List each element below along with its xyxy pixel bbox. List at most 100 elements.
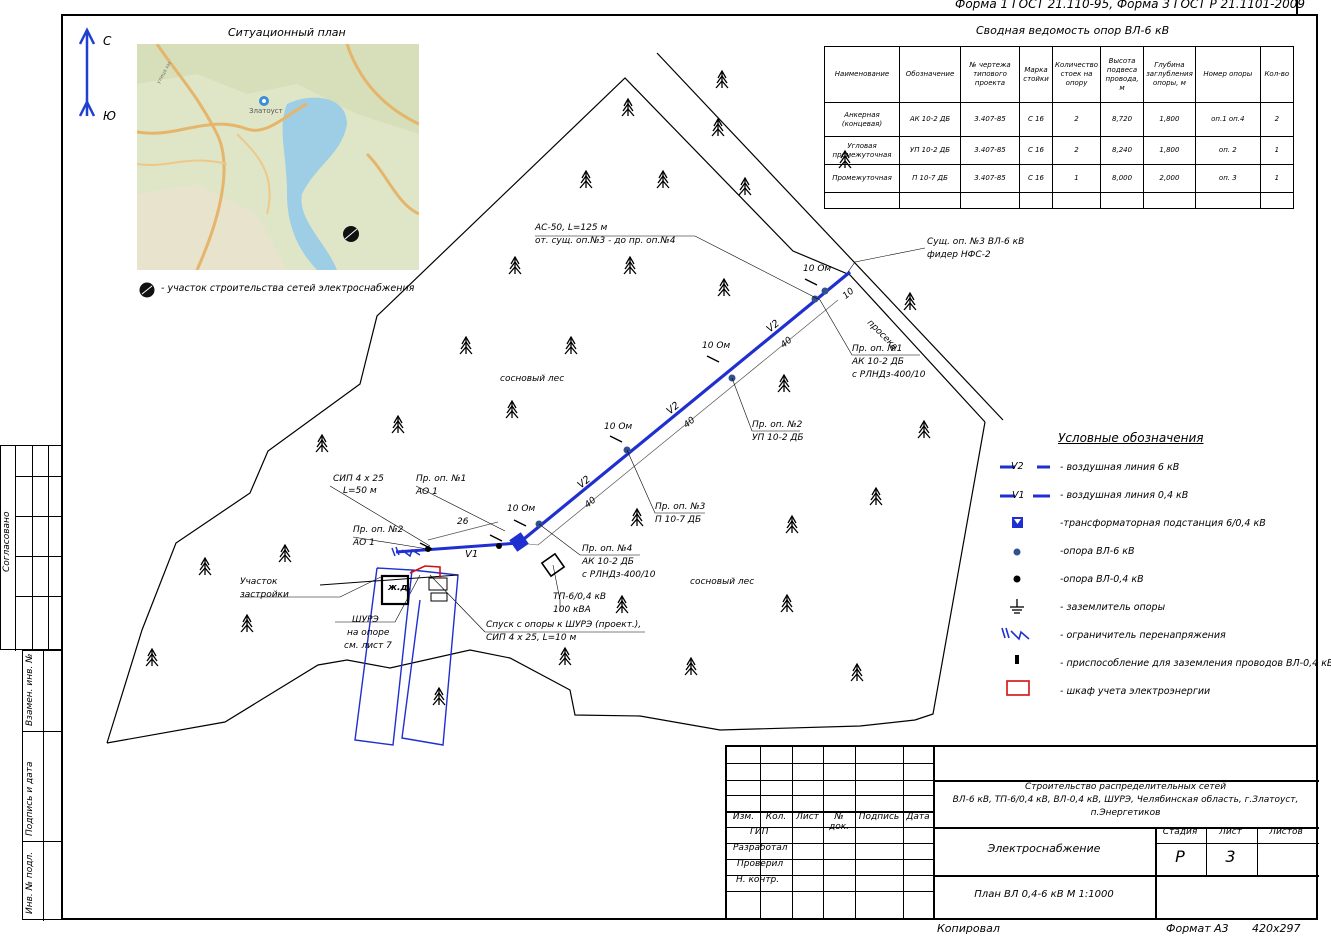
spusk-label-1: Спуск с опоры к ШУРЭ (проект.),: [486, 620, 642, 630]
forest-label-2: сосновый лес: [690, 577, 755, 587]
legend-item: - ограничитель перенапряжения: [1060, 630, 1226, 641]
stamp-stage: Р: [1175, 847, 1185, 866]
north-arrow-icon: [78, 27, 96, 117]
stamp-col-kol: Кол.: [765, 812, 787, 822]
table-cell: 1,800: [1143, 136, 1196, 165]
table-cell: [1051, 192, 1102, 209]
table-cell: 3.407-85: [960, 164, 1020, 193]
legend-item: -опора ВЛ-0,4 кВ: [1060, 574, 1144, 585]
header-divider: [1296, 0, 1298, 14]
table-cell: оп. 2: [1194, 136, 1261, 165]
project-line-2: ВЛ-6 кВ, ТП-6/0,4 кВ, ВЛ-0,4 кВ, ШУРЭ, Ч…: [952, 795, 1299, 805]
dim-26: 26: [457, 517, 469, 527]
city-label: Златоуст: [249, 107, 283, 115]
v2-line: [517, 270, 852, 545]
table-title: Сводная ведомость опор ВЛ-6 кВ: [976, 24, 1170, 37]
situation-plan-title: Ситуационный план: [228, 26, 346, 39]
pr2-label-1: Пр. оп. №2: [353, 525, 404, 535]
op2-label-2: УП 10-2 ДБ: [752, 433, 804, 443]
support-summary-table: Наименование Обозначение № чертежа типов…: [824, 46, 1294, 209]
shure-label-3: см. лист 7: [344, 641, 392, 651]
pr2-label-2: АО 1: [353, 538, 375, 548]
stamp-col-izm: Изм.: [732, 812, 755, 822]
legend-item: -опора ВЛ-6 кВ: [1060, 546, 1135, 557]
table-header-cell: Кол-во: [1259, 46, 1294, 103]
stamp-stage-header: Стадия: [1162, 827, 1198, 837]
stamp-col-list: Лист: [796, 812, 819, 822]
table-cell: оп.1 оп.4: [1194, 102, 1261, 137]
house-label: ж.д.: [388, 583, 412, 593]
side-stamp-inv: [22, 650, 63, 921]
table-cell: 8,000: [1100, 164, 1145, 193]
table-row: [824, 192, 1294, 209]
table-cell: УП 10-2 ДБ: [899, 136, 961, 165]
area-boundary: [106, 77, 986, 744]
site-label-2: застройки: [240, 590, 289, 600]
legend-symbols: [1000, 460, 1050, 696]
table-cell: 3.407-85: [960, 102, 1020, 137]
ohm-label: 10 Ом: [507, 504, 536, 514]
table-cell: 1: [1259, 136, 1294, 165]
stamp-title: Электроснабжение: [987, 842, 1101, 855]
spusk-label-2: СИП 4 х 25, L=10 м: [486, 633, 577, 643]
drawing-frame: [61, 14, 1318, 920]
ac-label-2: от. сущ. оп.№3 - до пр. оп.№4: [535, 236, 676, 246]
stamp-role: ГИП: [750, 827, 769, 837]
ohm-label: 10 Ом: [604, 422, 633, 432]
stamp-col-sign: Подпись: [858, 812, 900, 822]
site-legend-icon: [139, 282, 155, 298]
table-row: Анкерная (концевая) АК 10-2 ДБ 3.407-85 …: [824, 102, 1294, 137]
table-row: Угловая промежуточная УП 10-2 ДБ 3.407-8…: [824, 136, 1294, 165]
stamp-col-doc: № док.: [828, 812, 850, 832]
site-legend-text: - участок строительства сетей электросна…: [161, 283, 415, 294]
op3-label-2: П 10-7 ДБ: [655, 515, 702, 525]
exist-label-2: фидер НФС-2: [927, 250, 991, 260]
stamp-role: Н. контр.: [736, 875, 780, 885]
legend-item: - воздушная линия 0,4 кВ: [1060, 490, 1189, 501]
area-boundary-bottom: [106, 421, 986, 744]
pr1-label-1: Пр. оп. №1: [416, 474, 467, 484]
op2-label-1: Пр. оп. №2: [752, 420, 803, 430]
stamp-list: 3: [1225, 847, 1236, 866]
table-header-cell: № чертежа типового проекта: [960, 46, 1020, 103]
op1-label-1: Пр. оп. №1: [852, 344, 903, 354]
op4-label-1: Пр. оп. №4: [582, 544, 633, 554]
table-header-cell: Высота подвеса провода, м: [1100, 46, 1145, 103]
table-cell: 8,240: [1100, 136, 1145, 165]
stamp-col-date: Дата: [906, 812, 930, 822]
legend-item: - заземлитель опоры: [1060, 602, 1166, 613]
table-cell: 1,800: [1143, 102, 1196, 137]
sip-label-2: L=50 м: [343, 486, 377, 496]
legend-item: - воздушная линия 6 кВ: [1060, 462, 1180, 473]
footer-format: Формат А3: [1166, 922, 1229, 935]
op3-label-1: Пр. оп. №3: [655, 502, 706, 512]
table-cell: Анкерная (концевая): [824, 102, 900, 137]
legend-v2: V2: [1011, 461, 1024, 472]
stamp-role: Проверил: [737, 859, 784, 869]
table-cell: АК 10-2 ДБ: [899, 102, 961, 137]
proseka-edge: [656, 52, 1004, 421]
table-cell: [1259, 192, 1294, 209]
table-cell: 1: [1259, 164, 1294, 193]
table-cell: С 16: [1019, 136, 1053, 165]
op1-label-3: с РЛНДз-400/10: [852, 370, 926, 380]
op4-label-3: с РЛНДз-400/10: [582, 570, 656, 580]
house-icon: [380, 574, 410, 606]
site-label-1: Участок: [240, 577, 278, 587]
shure-label-2: на опоре: [347, 628, 390, 638]
table-header-cell: Количество стоек на опору: [1051, 46, 1102, 103]
table-cell: 3.407-85: [960, 136, 1020, 165]
table-cell: 1: [1051, 164, 1102, 193]
footer-copied: Копировал: [937, 922, 1000, 935]
v1-label: V1: [465, 549, 479, 560]
table-header-cell: Наименование: [824, 46, 900, 103]
table-header-cell: Номер опоры: [1194, 46, 1261, 103]
title-block: [725, 745, 1319, 920]
op4-label-2: АК 10-2 ДБ: [582, 557, 634, 567]
pr1-label-2: АО 1: [416, 487, 438, 497]
stamp-list-header: Лист: [1219, 827, 1242, 837]
project-line-3: п.Энергетиков: [1090, 808, 1161, 818]
situation-map: Златоуст улица км: [137, 44, 419, 270]
stamp-sheet-title: План ВЛ 0,4-6 кВ М 1:1000: [974, 889, 1114, 900]
